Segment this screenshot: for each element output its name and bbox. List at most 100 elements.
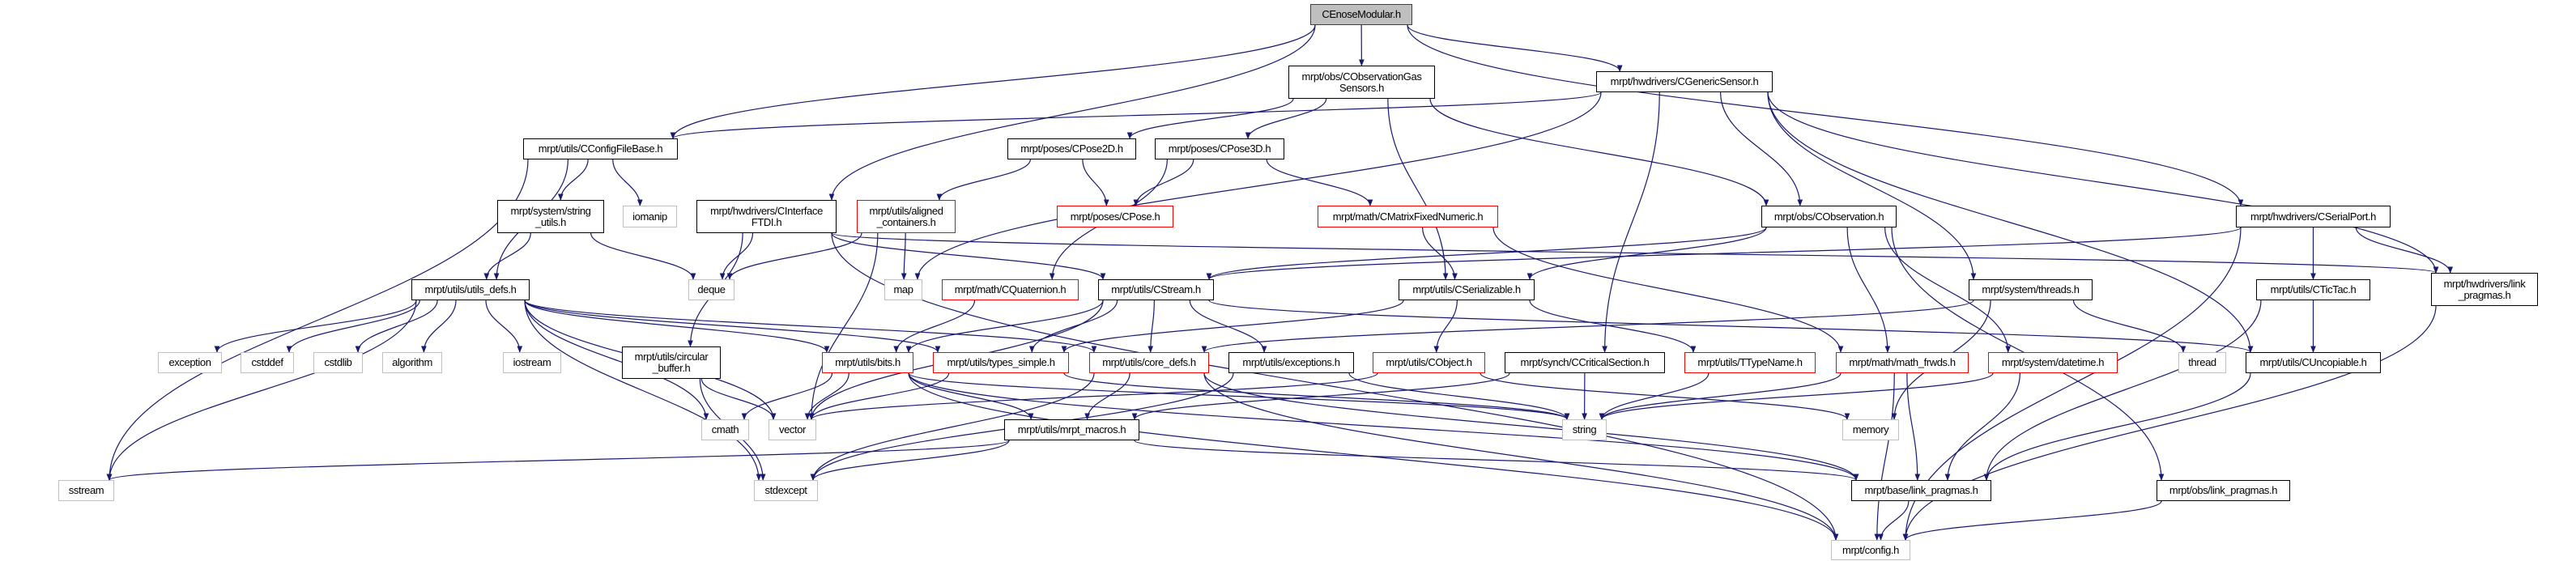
node-baselink[interactable]: mrpt/base/link_pragmas.h: [1851, 480, 1991, 501]
edge-mathfrwds-to-config: [1874, 372, 1895, 541]
edge-baselink-to-config: [1878, 500, 1910, 541]
edge-gas-to-pose3d: [1245, 98, 1327, 139]
node-stream[interactable]: mrpt/utils/CStream.h: [1098, 279, 1214, 300]
node-matfix[interactable]: mrpt/math/CMatrixFixedNumeric.h: [1318, 206, 1498, 227]
node-bits[interactable]: mrpt/utils/bits.h: [822, 352, 913, 373]
node-cobject[interactable]: mrpt/utils/CObject.h: [1373, 352, 1485, 373]
node-exceptions[interactable]: mrpt/utils/exceptions.h: [1228, 352, 1354, 373]
edge-gensens-to-uncop: [1767, 91, 2254, 353]
edge-cfg-to-sstream: [106, 159, 529, 481]
edge-udefs-to-stdexcept: [524, 300, 762, 481]
edge-udefs-to-coredefs: [524, 300, 1097, 353]
node-coredefs[interactable]: mrpt/utils/core_defs.h: [1089, 352, 1209, 373]
edge-cobs-to-stream: [1206, 227, 1767, 280]
node-string: string: [1562, 419, 1607, 440]
edge-coredefs-to-baselink: [1203, 372, 1859, 481]
edge-types-to-vector: [808, 372, 950, 420]
node-datetime[interactable]: mrpt/system/datetime.h: [1988, 352, 2118, 373]
node-udefs[interactable]: mrpt/utils/utils_defs.h: [411, 279, 530, 300]
edge-mathfrwds-to-baselink: [1906, 372, 1921, 481]
node-cfg[interactable]: mrpt/utils/CConfigFileBase.h: [523, 138, 678, 159]
node-exception: exception: [158, 352, 222, 373]
edge-udefs-to-types: [524, 300, 941, 353]
edge-pose3d-to-cpose: [1133, 159, 1194, 206]
edge-aligned-to-deque: [726, 232, 862, 280]
node-map: map: [884, 279, 922, 300]
node-threads[interactable]: mrpt/system/threads.h: [1969, 279, 2093, 300]
edge-aligned-to-vector: [808, 232, 879, 420]
node-obslink[interactable]: mrpt/obs/link_pragmas.h: [2157, 480, 2290, 501]
node-pose3d[interactable]: mrpt/poses/CPose3D.h: [1155, 138, 1284, 159]
edge-ttype-to-string: [1599, 372, 1710, 420]
edge-udefs-to-algorithm: [421, 300, 457, 353]
edge-gensens-to-cobs: [1720, 91, 1803, 206]
node-deque: deque: [688, 279, 734, 300]
node-gas[interactable]: mrpt/obs/CObservationGas Sensors.h: [1288, 66, 1435, 99]
edge-macros-to-baselink: [1134, 440, 1859, 481]
edge-bits-to-cmath: [741, 372, 833, 420]
node-circbuf[interactable]: mrpt/utils/circular _buffer.h: [622, 346, 721, 379]
edge-gensens-to-critsec: [1602, 91, 1660, 353]
edge-matfix-to-mathfrwds: [1492, 227, 1844, 353]
node-types[interactable]: mrpt/utils/types_simple.h: [933, 352, 1069, 373]
edge-hwlink-to-config: [1902, 305, 2437, 541]
edge-gas-to-pose2d: [1126, 98, 1294, 139]
node-cmath: cmath: [701, 419, 749, 440]
edge-gas-to-serializable: [1387, 98, 1449, 280]
node-hwlink[interactable]: mrpt/hwdrivers/link _pragmas.h: [2431, 273, 2538, 306]
node-cstdlib: cstdlib: [313, 352, 363, 373]
edge-exceptions-to-string: [1348, 372, 1570, 420]
edge-bits-to-macros: [908, 372, 1034, 420]
node-tictac[interactable]: mrpt/utils/CTicTac.h: [2256, 279, 2370, 300]
edge-serializable-to-types: [1061, 300, 1404, 353]
node-gensens[interactable]: mrpt/hwdrivers/CGenericSensor.h: [1596, 71, 1773, 92]
edge-serial-to-stream: [1206, 227, 2242, 280]
edge-ftdi-to-hwlink: [831, 232, 2438, 274]
edge-coredefs-to-config: [1203, 372, 1839, 541]
edge-udefs-to-cmath: [524, 300, 709, 420]
edge-gensens-to-map: [914, 91, 1602, 280]
node-strutils[interactable]: mrpt/system/string _utils.h: [497, 200, 604, 233]
edge-cobject-to-vector: [808, 372, 1378, 420]
node-ttype[interactable]: mrpt/utils/TTypeName.h: [1684, 352, 1816, 373]
node-ftdi[interactable]: mrpt/hwdrivers/CInterface FTDI.h: [696, 200, 837, 233]
node-cpose[interactable]: mrpt/poses/CPose.h: [1057, 206, 1173, 227]
edge-serializable-to-ttype: [1529, 300, 1697, 353]
edge-critsec-to-macros: [1131, 372, 1510, 420]
node-serial[interactable]: mrpt/hwdrivers/CSerialPort.h: [2236, 206, 2391, 227]
edge-root-to-ftdi: [828, 24, 1316, 201]
node-thread: thread: [2178, 352, 2226, 373]
edge-datetime-to-baselink: [1944, 372, 2020, 481]
node-cobs[interactable]: mrpt/obs/CObservation.h: [1761, 206, 1897, 227]
node-algorithm: algorithm: [382, 352, 442, 373]
edge-bits-to-string: [908, 372, 1570, 420]
edge-tictac-to-baselink: [1983, 300, 2262, 481]
node-sstream: sstream: [58, 480, 114, 501]
edge-cobs-to-datetime: [1884, 227, 2012, 353]
node-macros[interactable]: mrpt/utils/mrpt_macros.h: [1004, 419, 1139, 440]
edge-stream-to-coredefs: [1147, 300, 1155, 353]
edge-quat-to-bits: [893, 300, 976, 353]
edge-circbuf-to-vector: [700, 378, 777, 420]
edge-udefs-to-exception: [214, 300, 417, 353]
edge-gensens-to-hwlink: [1767, 91, 2439, 274]
edge-root-to-serial: [1407, 24, 2244, 206]
edge-obslink-to-config: [1902, 500, 2162, 541]
edge-uncop-to-baselink: [1983, 372, 2251, 481]
edge-serial-to-hwlink: [2355, 227, 2454, 274]
edge-udefs-to-cstddef: [286, 300, 420, 353]
node-aligned[interactable]: mrpt/utils/aligned _containers.h: [857, 200, 956, 233]
node-critsec[interactable]: mrpt/synch/CCriticalSection.h: [1505, 352, 1665, 373]
edge-root-to-cfg: [670, 24, 1316, 139]
edge-pose3d-to-matfix: [1266, 159, 1373, 206]
node-uncop[interactable]: mrpt/utils/CUncopiable.h: [2246, 352, 2381, 373]
node-quat[interactable]: mrpt/math/CQuaternion.h: [942, 279, 1079, 300]
edge-coredefs-to-stdexcept: [810, 372, 1095, 481]
node-memory: memory: [1842, 419, 1899, 440]
node-serializable[interactable]: mrpt/utils/CSerializable.h: [1399, 279, 1535, 300]
edge-coredefs-to-macros: [1084, 372, 1130, 420]
edge-root-to-gensens: [1407, 24, 1623, 72]
edge-cobs-to-mathfrwds: [1846, 227, 1891, 353]
node-mathfrwds[interactable]: mrpt/math/math_frwds.h: [1836, 352, 1969, 373]
node-pose2d[interactable]: mrpt/poses/CPose2D.h: [1007, 138, 1136, 159]
